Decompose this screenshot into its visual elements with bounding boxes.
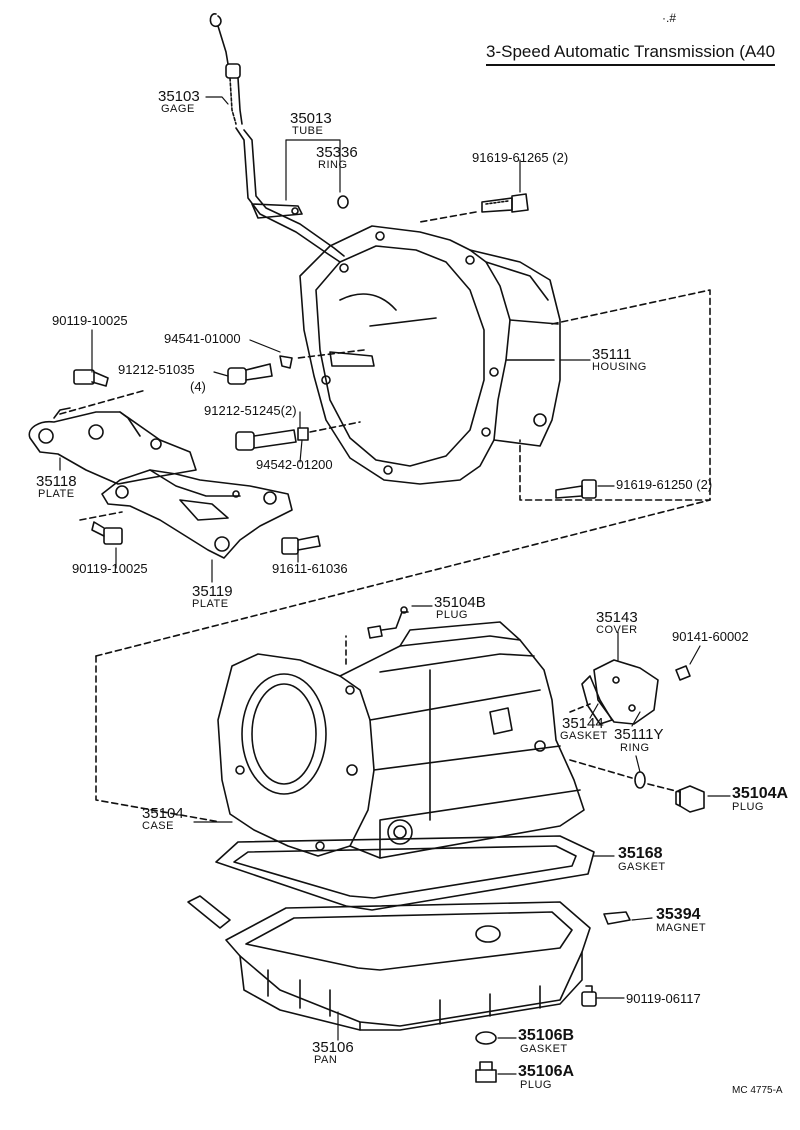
bolt-90119-10025-bottom [91, 521, 123, 545]
callout-35106A-number: 35106A [518, 1063, 575, 1080]
callout-35111-number: 35111 [592, 346, 632, 363]
callout-35143-name: COVER [596, 624, 638, 636]
callout-90119-10025-top: 90119-10025 [52, 313, 128, 328]
callout-35106-name: PAN [314, 1054, 338, 1066]
callout-35104-number: 35104 [142, 805, 184, 822]
callout-35104B-number: 35104B [434, 594, 486, 611]
callout-35336-name: RING [318, 159, 348, 171]
callout-35144-number: 35144 [562, 715, 604, 732]
callout-35106B-number: 35106B [518, 1027, 575, 1044]
callout-35103-number: 35103 [158, 88, 200, 105]
plug-35106A [475, 1061, 497, 1083]
callout-91619-61250: 91619-61250 (2) [616, 477, 713, 492]
filler-tube [235, 127, 345, 263]
washer-94542 [297, 427, 309, 441]
callout-35111Y-number: 35111Y [614, 726, 664, 743]
bolt-91619-61265 [481, 193, 529, 213]
bolt-91212-51035 [227, 363, 273, 385]
magnet-35394 [603, 911, 631, 925]
housing-35111 [299, 225, 561, 485]
callout-35119-number: 35119 [192, 583, 233, 600]
pan-35106 [187, 895, 591, 1031]
callout-35118-name: PLATE [38, 488, 75, 500]
callout-35106-number: 35106 [312, 1039, 354, 1056]
callout-91619-61265: 91619-61265 (2) [472, 150, 569, 165]
callout-35118-number: 35118 [36, 473, 77, 490]
callout-35143-number: 35143 [596, 609, 638, 626]
callout-90119-06117: 90119-06117 [626, 991, 701, 1006]
bolt-91611-61036 [281, 535, 321, 555]
ring-35111Y [634, 771, 646, 789]
callout-35104A-name: PLUG [732, 801, 764, 813]
callout-35168-name: GASKET [618, 861, 666, 873]
ring-35336 [337, 195, 349, 209]
callout-35168-number: 35168 [618, 845, 663, 862]
plug-35104A [675, 785, 705, 813]
bolt-91619-61250 [555, 479, 597, 499]
bolt-90119-06117 [581, 985, 597, 1007]
callout-35104-name: CASE [142, 820, 174, 832]
dipstick-gage [209, 13, 243, 125]
bolt-90119-10025-top [73, 369, 109, 387]
callout-35336-number: 35336 [316, 144, 358, 161]
case-35104 [217, 621, 585, 859]
plate-35119 [101, 469, 293, 559]
bolt-91212-51245 [235, 429, 297, 451]
callout-35103-name: GAGE [161, 103, 195, 115]
callout-35144-name: GASKET [560, 730, 608, 742]
gasket-35106B [475, 1031, 497, 1045]
corner-mark: ·.# [662, 11, 677, 25]
gasket-35144 [581, 675, 613, 725]
callout-35013-number: 35013 [290, 110, 332, 127]
bolt-90141-60002 [675, 665, 691, 681]
callout-90141-60002: 90141-60002 [672, 629, 749, 644]
callout-35394-number: 35394 [656, 906, 701, 923]
callout-35013-name: TUBE [292, 125, 324, 137]
callout-90119-10025-bottom: 90119-10025 [72, 561, 148, 576]
callout-35104B-name: PLUG [436, 609, 468, 621]
diagram-code: MC 4775-A [732, 1085, 783, 1096]
callout-94542-01200: 94542-01200 [256, 457, 333, 472]
plate-35118 [28, 407, 197, 485]
callout-91212-51035-qty: (4) [190, 379, 206, 394]
gasket-35168 [215, 835, 595, 911]
plug-35104B [367, 606, 409, 639]
callout-91611-61036: 91611-61036 [272, 561, 348, 576]
callout-35111Y-name: RING [620, 742, 650, 754]
callout-91212-51035: 91212-51035 [118, 362, 195, 377]
callout-35106B-name: GASKET [520, 1043, 568, 1055]
callout-35111-name: HOUSING [592, 361, 647, 373]
callout-35104A-number: 35104A [732, 785, 789, 802]
callout-94541-01000: 94541-01000 [164, 331, 241, 346]
cover-35143 [593, 659, 659, 725]
callout-35106A-name: PLUG [520, 1079, 552, 1091]
diagram-title: 3-Speed Automatic Transmission (A40 [486, 42, 776, 66]
callout-91212-51245: 91212-51245(2) [204, 403, 297, 418]
washer-94541 [279, 355, 293, 369]
callout-35119-name: PLATE [192, 598, 229, 610]
callout-35394-name: MAGNET [656, 922, 707, 934]
